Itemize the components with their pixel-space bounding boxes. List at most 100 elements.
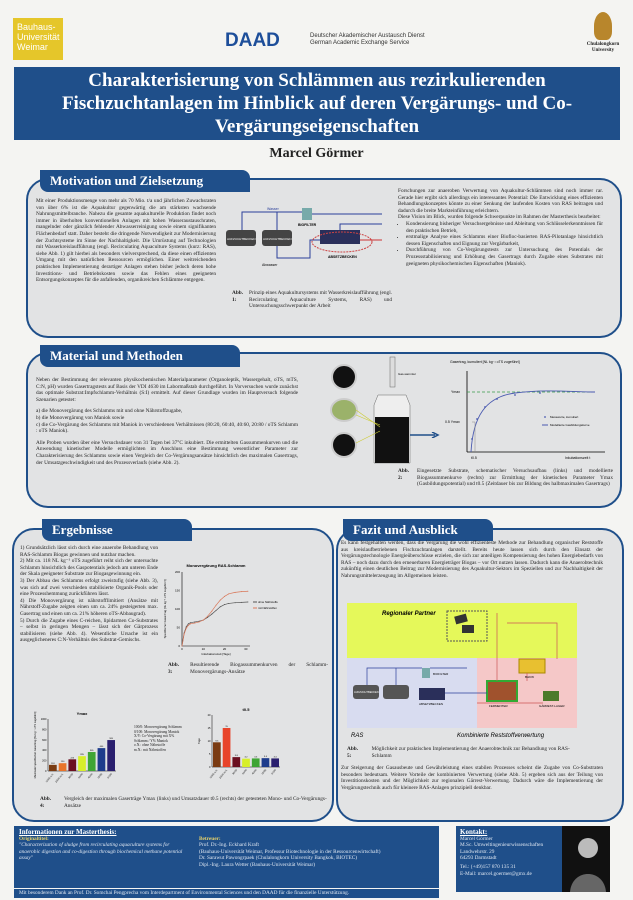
y-tick: 100 bbox=[175, 607, 180, 611]
y-tick: 200 bbox=[42, 759, 47, 763]
result-item: 3) Der Abbau des Schlamms erfolgt zweist… bbox=[20, 577, 158, 598]
y-tick: 5 bbox=[209, 752, 211, 756]
y-label: Tage bbox=[197, 738, 201, 744]
data-label: 9.5 bbox=[215, 740, 219, 742]
xlabel: Inkubationszeit t bbox=[565, 456, 590, 460]
supervisor: Dr. Sarawut Pawongrpaek (Chulalongkorn U… bbox=[199, 855, 357, 862]
bar bbox=[242, 758, 250, 767]
x-tick: 0 bbox=[181, 647, 183, 651]
data-point bbox=[202, 619, 204, 621]
biofilter-label: BIOFILTER bbox=[298, 223, 317, 227]
bar bbox=[213, 742, 221, 767]
y-tick: 50 bbox=[177, 626, 181, 630]
data-point bbox=[187, 624, 189, 626]
supervisor: Dipl.-Ing. Laura Wetter (Bauhaus-Univers… bbox=[199, 861, 316, 868]
motivation-text: Mit einer Produktionsmenge von mehr als … bbox=[36, 198, 216, 284]
thesis-info: Informationen zur Masterthesis: Original… bbox=[14, 826, 439, 888]
x-tick: 100/0 o.N. bbox=[209, 768, 219, 779]
axes bbox=[181, 572, 250, 647]
conclusion-text1: Es kann festgehalten werden, dass die Ve… bbox=[341, 540, 603, 579]
data-point bbox=[219, 599, 221, 601]
contact-heading: Kontakt: bbox=[460, 828, 488, 836]
data-label: 3.3 bbox=[274, 756, 278, 758]
supervisors-label: Betreuer: bbox=[199, 835, 221, 842]
tank-label: AUFZUCHTBECKEN bbox=[354, 690, 379, 694]
x-tick: 0/100 bbox=[271, 768, 278, 775]
data-point bbox=[190, 622, 191, 624]
data-point bbox=[247, 601, 249, 603]
orig-label: Originaltitel: bbox=[19, 835, 49, 842]
bar bbox=[222, 728, 231, 767]
return-label: Abwasser bbox=[262, 263, 278, 267]
fermenter-label: FERMENTER bbox=[489, 704, 509, 708]
data-point bbox=[247, 590, 249, 592]
daad-logo: DAAD bbox=[225, 30, 280, 51]
contact-degree: M.Sc. Umweltingenieurwissenschaften bbox=[460, 842, 544, 849]
contact-city: 64293 Darmstadt bbox=[460, 855, 497, 862]
legend-item: X/Y: Co-Vergärung mit X% Schlamm / Y% Ma… bbox=[134, 734, 175, 743]
legend-line: Modellierte Gasbildungskurve bbox=[550, 423, 590, 427]
data-point bbox=[228, 593, 230, 595]
focus-item: Kondensierung bisheriger Versuchsergebni… bbox=[406, 221, 603, 234]
x-tick: 100/0 m.N. bbox=[219, 768, 229, 779]
abb3-caption: Abb. 3:Resultierende Biogassummenkurven … bbox=[168, 662, 328, 675]
author-photo bbox=[562, 826, 610, 892]
data-point bbox=[241, 591, 242, 593]
conclusion-heading: Fazit und Ausblick bbox=[343, 519, 493, 541]
y-tick: 20 bbox=[208, 713, 211, 717]
data-point bbox=[219, 606, 221, 608]
conclusion-text2: Zur Steigerung der Gasausbeute und Gewäh… bbox=[341, 765, 603, 791]
focus-list: Kondensierung bisheriger Versuchsergebni… bbox=[398, 221, 603, 267]
contact-email: E-Mail: marcel.goermer@gmx.de bbox=[460, 870, 532, 877]
data-label: 118 bbox=[51, 763, 55, 765]
data-point bbox=[224, 595, 225, 597]
scenario-item: a) die Monovergärung des Schlamms mit un… bbox=[36, 408, 183, 415]
contact-street: Landwehrstr. 29 bbox=[460, 848, 495, 855]
x-tick: 100/0 o.N. bbox=[45, 772, 55, 783]
data-point bbox=[228, 602, 230, 604]
abb5-caption: Abb. 5:Möglichkeit zur praktischen Imple… bbox=[347, 746, 587, 759]
results-heading: Ergebnisse bbox=[42, 519, 192, 541]
data-label: 15 bbox=[225, 726, 228, 728]
series-line bbox=[181, 590, 248, 647]
y-label: Spezifischer Gasertrag [NL kg⁻¹ oTS zuge… bbox=[163, 579, 167, 638]
orig-title: "Characterization of sludge from recircu… bbox=[19, 842, 183, 862]
crest-icon bbox=[594, 12, 612, 40]
data-label: 440 bbox=[100, 746, 104, 748]
motivation-heading: Motivation und Zielsetzung bbox=[40, 170, 250, 192]
motivation-right-text: Forschungen zur anaeroben Verwertung von… bbox=[398, 188, 603, 214]
y-tick: 400 bbox=[42, 748, 47, 752]
bar bbox=[271, 758, 279, 767]
supervisor: Prof. Dr.-Ing. Eckhard Kraft bbox=[199, 842, 260, 849]
data-label: 3.3 bbox=[254, 756, 258, 758]
abb1-text: Prinzip eines Aquakultursystems mit Wass… bbox=[249, 290, 393, 310]
bauhaus-logo: Bauhaus-Universität Weimar bbox=[13, 18, 63, 60]
result-item: 5) Durch die Zugabe eines C-reichen, lip… bbox=[20, 617, 158, 644]
biofilter-label: BIOFILTER bbox=[433, 672, 449, 676]
abb2-caption: Abb. 2:Eingesetzte Substrate, schematisc… bbox=[398, 468, 613, 488]
x-tick: 20/80 bbox=[261, 768, 268, 775]
scenario-item: b) die Monovergärung von Maniok sowie bbox=[36, 414, 125, 421]
data-point bbox=[224, 604, 225, 606]
data-label: 3.2 bbox=[244, 757, 248, 759]
tank2-label: AUFZUCHTBECKEN bbox=[263, 237, 292, 241]
model-curve-figure: Gasertrag, kumuliert [NL kg⁻¹ oTS zugefü… bbox=[445, 357, 615, 462]
ymax-label: Ymax bbox=[451, 390, 460, 394]
focus-item: Durchführung von Co-Vergärungstests zur … bbox=[406, 247, 603, 267]
abb1-label: Abb. 1: bbox=[232, 290, 244, 303]
x-tick: 80/20 bbox=[68, 772, 75, 779]
y-tick: 0 bbox=[45, 769, 47, 773]
data-point bbox=[185, 627, 187, 629]
legend-points: Messwerte, kumuliert bbox=[550, 415, 579, 419]
arrow-icon bbox=[410, 425, 440, 443]
data-point bbox=[181, 645, 183, 647]
chula-name: Chulalongkorn University bbox=[586, 42, 620, 53]
chulalongkorn-logo: Chulalongkorn University bbox=[578, 12, 628, 54]
focus-item: erstmalige Analyse eines Schlamms einer … bbox=[406, 234, 603, 247]
data-point bbox=[187, 623, 189, 625]
x-tick: 0/100 bbox=[107, 772, 114, 779]
x-tick: 20/80 bbox=[97, 772, 104, 779]
